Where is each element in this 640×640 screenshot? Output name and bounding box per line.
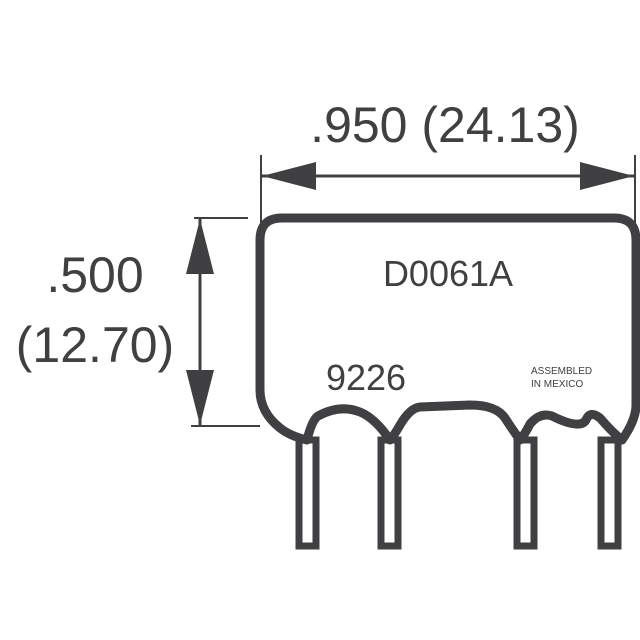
height-dimension-mm: (12.70) — [16, 317, 174, 373]
height-dimension-inches: .500 — [46, 247, 143, 303]
arrow-down-icon — [186, 370, 214, 425]
origin-line-2: IN MEXICO — [531, 379, 583, 390]
pin-4 — [597, 436, 622, 550]
pins — [295, 436, 622, 550]
arrow-right-icon — [580, 162, 634, 190]
component-body — [255, 213, 640, 445]
height-dimension: .500 (12.70) — [16, 217, 260, 427]
part-number: D0061A — [383, 253, 513, 294]
width-dimension: .950 (24.13) — [260, 97, 636, 230]
arrow-up-icon — [186, 219, 214, 274]
arrow-left-icon — [262, 162, 316, 190]
pin-1 — [295, 436, 320, 550]
width-dimension-label: .950 (24.13) — [310, 97, 580, 153]
pin-2 — [377, 436, 402, 550]
origin-line-1: ASSEMBLED — [531, 366, 592, 377]
pin-3 — [513, 436, 538, 550]
date-code: 9226 — [326, 357, 406, 398]
